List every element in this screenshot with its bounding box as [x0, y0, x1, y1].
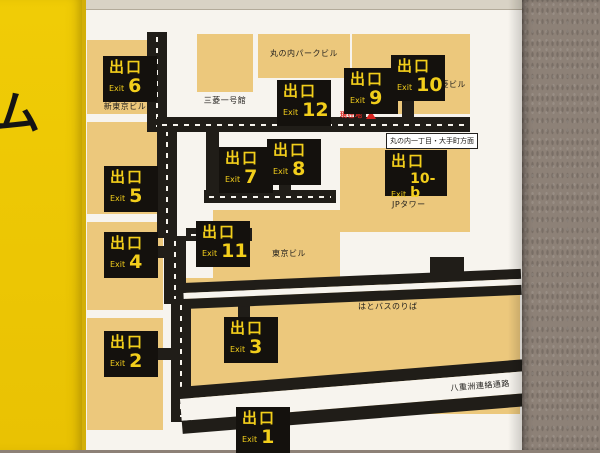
mitsubishi-bldg-label: 三菱ビル [432, 80, 466, 89]
current-location-triangle-icon [365, 111, 376, 119]
exit-number: 10-b [410, 171, 436, 201]
exit-jp-label: 出口 [273, 141, 308, 159]
stub-exit8 [279, 184, 291, 192]
exit-number: 8 [292, 158, 306, 180]
exit-jp-label: 出口 [397, 57, 432, 75]
stub-exit4 [156, 246, 168, 258]
exit-jp-label: 出口 [242, 409, 277, 427]
pillar-partial-text: ム [0, 86, 40, 140]
exit-number: 4 [129, 251, 143, 273]
stub-exit2 [156, 348, 174, 360]
exit-en-label: Exit [202, 248, 218, 258]
shin-tokyo-bldg-label: 新東京ビル [103, 102, 147, 111]
exit-jp-label: 出口 [391, 152, 426, 170]
exit-number: 12 [302, 99, 329, 121]
exit-number: 9 [369, 87, 383, 109]
marunouchi-park-label: 丸の内パークビル [270, 49, 338, 58]
exit-en-label: Exit [273, 166, 289, 176]
passage-vertical-2 [157, 126, 177, 238]
exit-number: 10 [416, 74, 443, 96]
exit-en-label: Exit [110, 259, 126, 269]
sign-top-edge [82, 0, 522, 10]
stub-exit3 [238, 305, 250, 319]
exit-en-label: Exit [283, 107, 299, 117]
direction-sign: 丸の内一丁目・大手町方面 [386, 133, 478, 149]
sign-right-edge-shadow [508, 0, 522, 450]
exit-jp-label: 出口 [110, 168, 145, 186]
hato-bus-label: はとバスのりば [358, 302, 418, 311]
exit-jp-label: 出口 [225, 149, 260, 167]
yaesu-passage-label: 八重洲連絡通路 [450, 378, 511, 393]
exit-jp-label: 出口 [109, 58, 144, 76]
exit-number: 6 [128, 75, 142, 97]
exit-jp-label: 出口 [110, 333, 145, 351]
exit-jp-label: 出口 [283, 82, 318, 100]
exit-number: 11 [221, 240, 248, 262]
current-location-marker: 現在地 [340, 110, 376, 120]
exit-en-label: Exit [110, 358, 126, 368]
exit-jp-label: 出口 [202, 223, 237, 241]
exit-en-label: Exit [391, 189, 407, 199]
passage-vertical-3 [164, 236, 186, 304]
exit-en-label: Exit [350, 95, 366, 105]
exit-jp-label: 出口 [110, 234, 145, 252]
tokyo-bldg-label: 東京ビル [272, 249, 306, 258]
exit-number: 2 [129, 350, 143, 372]
stub-exit9 [354, 112, 366, 120]
stub-exit10 [402, 99, 414, 119]
current-location-label: 現在地 [340, 111, 363, 119]
exit-number: 7 [244, 166, 258, 188]
passage-mid-horizontal [204, 190, 336, 203]
exit-number: 3 [249, 336, 263, 358]
exit-en-label: Exit [225, 174, 241, 184]
exit-en-label: Exit [242, 434, 258, 444]
exit-en-label: Exit [397, 82, 413, 92]
building-footprint-icon [430, 257, 464, 273]
building-block-marunouchi-park [258, 34, 350, 78]
exit-en-label: Exit [230, 344, 246, 354]
mitsubishi-ichigokan-label: 三菱一号館 [203, 96, 247, 105]
exit-jp-label: 出口 [230, 319, 265, 337]
passage-mid-connector [206, 130, 219, 192]
exit-jp-label: 出口 [350, 70, 385, 88]
wall-background [522, 0, 600, 450]
exit-en-label: Exit [110, 193, 126, 203]
yellow-pillar: ム [0, 0, 86, 450]
exit-en-label: Exit [109, 83, 125, 93]
exit-number: 5 [129, 185, 143, 207]
exit-number: 1 [261, 426, 275, 448]
jp-tower-label: JPタワー [392, 200, 426, 209]
building-block-mitsubishi-ichigokan [197, 34, 253, 92]
